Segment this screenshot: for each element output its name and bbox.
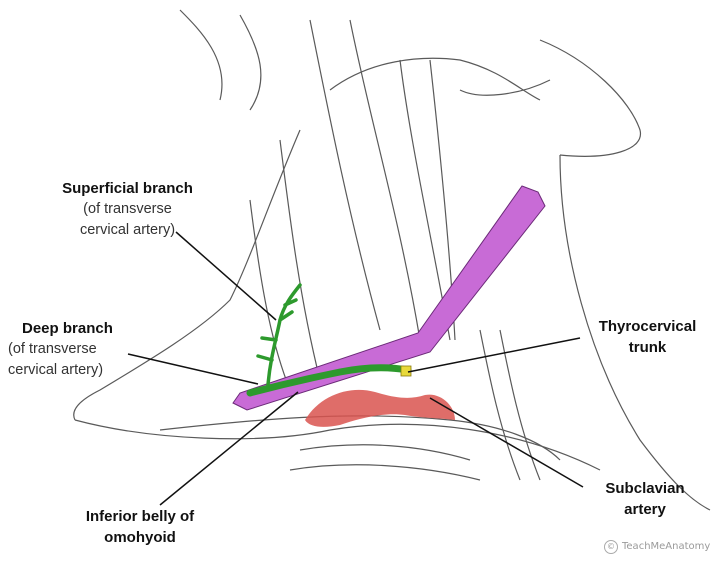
superficial-branch-title: Superficial branch <box>62 180 193 197</box>
watermark-text: TeachMeAnatomy <box>622 541 711 552</box>
deep-branch-note-1: (of transverse <box>8 341 97 357</box>
watermark: © TeachMeAnatomy <box>604 540 710 554</box>
trachea-sketch <box>479 329 541 481</box>
chin-outline <box>539 39 641 157</box>
superficial-branch-note-1: (of transverse <box>83 201 172 217</box>
omohyoid-line-1: Inferior belly of <box>85 508 195 525</box>
pointer-superficial <box>175 231 277 321</box>
thyrocervical-line-1: Thyrocervical <box>598 318 697 335</box>
pointer-omohyoid <box>159 391 299 506</box>
label-deep-branch: Deep branch (of transverse cervical arte… <box>8 318 148 381</box>
subclavian-line-2: artery <box>624 501 666 518</box>
subclavian-line-1: Subclavian <box>605 480 685 497</box>
label-subclavian-artery: Subclavian artery <box>590 478 700 520</box>
muscle-sketch-5 <box>249 199 291 391</box>
pointer-deep <box>127 353 259 385</box>
transverse-cervical-artery-shape <box>246 364 412 397</box>
superficial-branch-note-2: cervical artery) <box>79 222 176 238</box>
pointer-lines <box>127 231 584 506</box>
superficial-branch-shape <box>256 283 302 387</box>
muscle-sketch-4 <box>279 139 321 381</box>
label-inferior-belly-omohyoid: Inferior belly of omohyoid <box>70 506 210 548</box>
deep-branch-note-2: cervical artery) <box>8 362 104 378</box>
label-thyrocervical-trunk: Thyrocervical trunk <box>585 316 710 358</box>
pointer-thyrocervical <box>407 337 581 373</box>
muscle-sketch-2 <box>349 19 421 341</box>
label-superficial-branch: Superficial branch (of transverse cervic… <box>40 178 215 241</box>
neck-outline-front <box>559 154 711 511</box>
omohyoid-line-2: omohyoid <box>104 529 176 546</box>
omohyoid-muscle-shape <box>232 185 546 411</box>
shoulder-outline <box>74 419 601 471</box>
neck-outline-back <box>73 129 301 421</box>
subclavian-artery-shape <box>305 389 455 427</box>
ear-sketch <box>179 9 262 111</box>
copyright-icon: © <box>604 540 618 554</box>
deep-branch-title: Deep branch <box>22 320 113 337</box>
jaw-sketch <box>329 57 541 101</box>
muscle-sketch-1 <box>309 19 381 331</box>
clavicle-sketch <box>159 415 561 461</box>
vessel-sketch-2 <box>459 79 551 96</box>
rib-sketch <box>289 444 481 481</box>
sketch-background <box>73 9 711 511</box>
pointer-subclavian <box>429 397 584 488</box>
thyrocervical-line-2: trunk <box>628 339 667 356</box>
